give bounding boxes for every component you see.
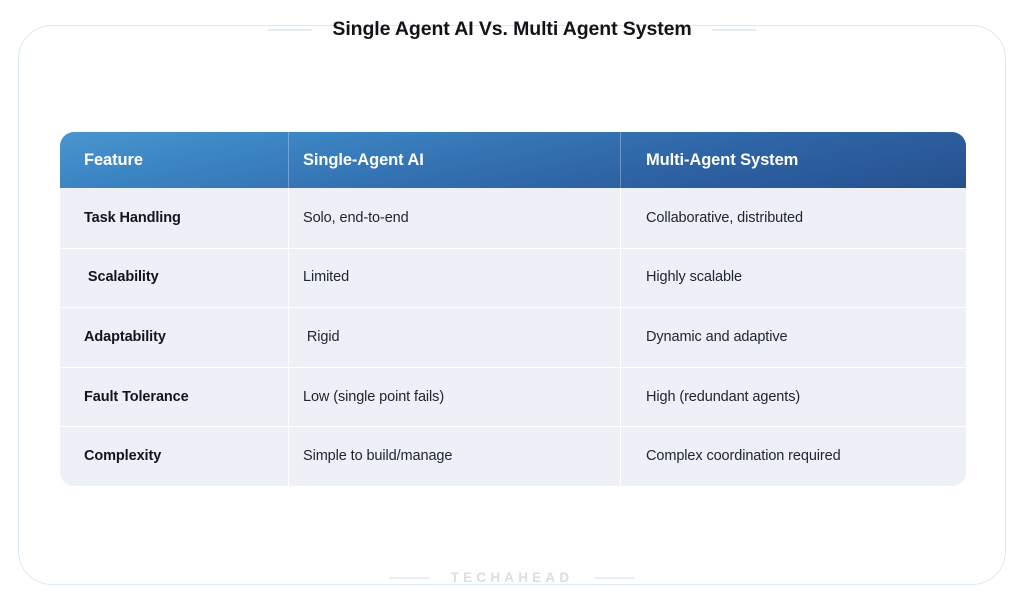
single-agent-value: Rigid bbox=[303, 328, 340, 345]
table-row: Fault Tolerance Low (single point fails)… bbox=[60, 366, 966, 427]
title-rule-right bbox=[711, 28, 756, 31]
footer-rule-right bbox=[595, 576, 636, 579]
multi-agent-value: Collaborative, distributed bbox=[646, 209, 803, 226]
feature-label: Scalability bbox=[84, 269, 159, 286]
column-header-single-agent: Single-Agent AI bbox=[288, 132, 620, 188]
row-single-agent-cell: Solo, end-to-end bbox=[288, 188, 620, 248]
table-row: Complexity Simple to build/manage Comple… bbox=[60, 426, 966, 486]
feature-label: Adaptability bbox=[84, 328, 166, 345]
title-bar: Single Agent AI Vs. Multi Agent System bbox=[0, 18, 1024, 41]
table-row: Task Handling Solo, end-to-end Collabora… bbox=[60, 188, 966, 248]
table-header-row: Feature Single-Agent AI Multi-Agent Syst… bbox=[60, 132, 966, 188]
card-frame bbox=[18, 25, 1006, 585]
row-feature-cell: Complexity bbox=[60, 426, 288, 486]
table-row: Scalability Limited Highly scalable bbox=[60, 247, 966, 308]
row-single-agent-cell: Limited bbox=[288, 247, 620, 308]
single-agent-value: Simple to build/manage bbox=[303, 448, 453, 465]
row-multi-agent-cell: Dynamic and adaptive bbox=[620, 307, 966, 367]
single-agent-value: Low (single point fails) bbox=[303, 388, 445, 405]
multi-agent-value: High (redundant agents) bbox=[646, 388, 801, 405]
row-multi-agent-cell: Collaborative, distributed bbox=[620, 188, 966, 248]
row-single-agent-cell: Simple to build/manage bbox=[288, 426, 620, 486]
footer-rule-left bbox=[388, 576, 429, 579]
page-title: Single Agent AI Vs. Multi Agent System bbox=[332, 18, 692, 40]
feature-label: Fault Tolerance bbox=[84, 388, 189, 405]
row-single-agent-cell: Rigid bbox=[288, 307, 620, 367]
row-multi-agent-cell: Highly scalable bbox=[620, 247, 966, 308]
row-multi-agent-cell: Complex coordination required bbox=[620, 426, 966, 486]
single-agent-value: Limited bbox=[303, 269, 350, 286]
row-feature-cell: Task Handling bbox=[60, 188, 288, 248]
multi-agent-value: Highly scalable bbox=[646, 269, 743, 286]
single-agent-value: Solo, end-to-end bbox=[303, 209, 409, 226]
column-header-multi-agent: Multi-Agent System bbox=[620, 132, 966, 188]
table-row: Adaptability Rigid Dynamic and adaptive bbox=[60, 307, 966, 367]
multi-agent-value: Complex coordination required bbox=[646, 448, 841, 465]
feature-label: Complexity bbox=[84, 448, 162, 465]
row-single-agent-cell: Low (single point fails) bbox=[288, 366, 620, 427]
row-feature-cell: Scalability bbox=[60, 248, 288, 308]
row-feature-cell: Fault Tolerance bbox=[60, 367, 288, 427]
footer-brand: TECHAHEAD bbox=[0, 570, 1024, 585]
row-multi-agent-cell: High (redundant agents) bbox=[620, 366, 966, 427]
column-header-feature: Feature bbox=[84, 150, 143, 169]
brand-wordmark: TECHAHEAD bbox=[450, 570, 574, 585]
row-feature-cell: Adaptability bbox=[60, 307, 288, 367]
multi-agent-value: Dynamic and adaptive bbox=[646, 328, 788, 345]
comparison-table: Feature Single-Agent AI Multi-Agent Syst… bbox=[60, 132, 966, 486]
title-rule-left bbox=[268, 28, 313, 31]
feature-label: Task Handling bbox=[84, 209, 181, 226]
